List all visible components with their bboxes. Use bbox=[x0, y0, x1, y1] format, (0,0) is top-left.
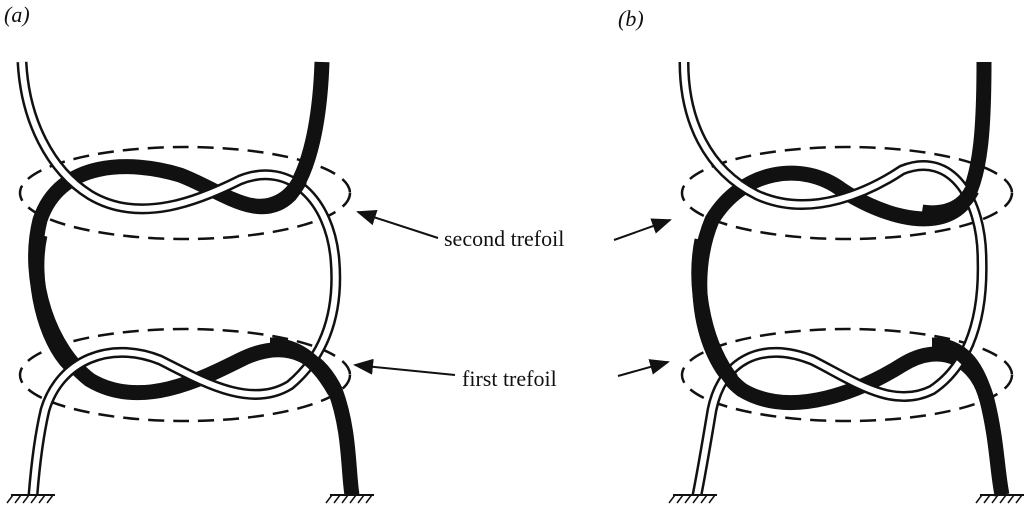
black-rope-crossing bbox=[269, 337, 342, 396]
arrow-second-a bbox=[356, 209, 439, 239]
second-trefoil-region bbox=[680, 145, 1014, 241]
black-rope-crossing bbox=[691, 238, 738, 385]
panel-a bbox=[6, 61, 374, 504]
white-rope bbox=[681, 61, 986, 496]
ground-anchor bbox=[975, 494, 1024, 504]
black-rope-crossing bbox=[931, 337, 995, 403]
first-trefoil-region bbox=[680, 327, 1014, 423]
black-rope-crossing bbox=[29, 233, 76, 371]
second-trefoil-region bbox=[18, 145, 352, 241]
arrow-first-b bbox=[617, 359, 670, 377]
ground-anchor bbox=[6, 494, 55, 504]
second-trefoil-label: second trefoil bbox=[444, 226, 565, 251]
black-rope bbox=[692, 61, 1010, 497]
panel-a-label: (a) bbox=[4, 2, 30, 27]
panel-b bbox=[668, 61, 1024, 504]
first-trefoil-region bbox=[18, 327, 352, 423]
ground-anchor bbox=[668, 494, 717, 504]
white-rope-outline bbox=[678, 61, 988, 497]
arrow-second-b bbox=[613, 218, 672, 241]
arrow-first-a bbox=[353, 358, 456, 376]
white-rope bbox=[19, 61, 339, 496]
white-rope-outline bbox=[16, 61, 342, 496]
panel-b-label: (b) bbox=[618, 6, 644, 31]
black-rope-crossing bbox=[248, 176, 307, 214]
black-rope bbox=[28, 61, 360, 497]
ground-anchor bbox=[325, 494, 374, 504]
first-trefoil-label: first trefoil bbox=[462, 366, 557, 391]
black-rope-crossing bbox=[920, 186, 979, 221]
